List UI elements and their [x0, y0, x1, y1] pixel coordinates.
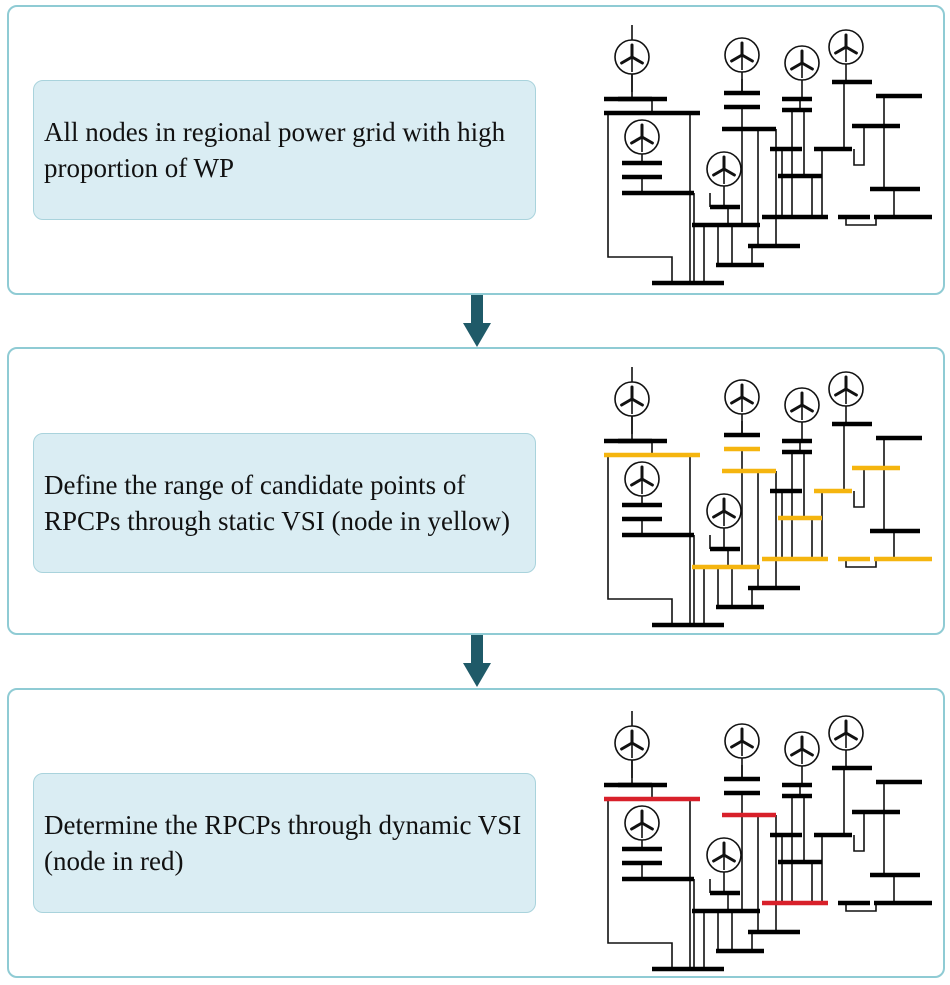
line — [845, 217, 877, 226]
wind-turbine-icon — [624, 119, 660, 163]
wind-turbine-icon — [724, 37, 760, 93]
stage-description-text: Define the range of candidate points of … — [44, 470, 511, 536]
line — [845, 559, 877, 568]
stage-description-text: Determine the RPCPs through dynamic VSI … — [44, 810, 522, 876]
wind-turbine-icon — [614, 725, 650, 778]
stage-all-nodes: All nodes in regional power grid with hi… — [7, 5, 945, 295]
wind-turbine-icon — [784, 387, 820, 441]
line — [853, 468, 865, 508]
power-grid-diagram — [604, 711, 932, 972]
line — [607, 113, 673, 283]
stage-description-text: All nodes in regional power grid with hi… — [44, 117, 506, 183]
stage-dynamic-vsi: Determine the RPCPs through dynamic VSI … — [7, 688, 945, 978]
stage-static-vsi: Define the range of candidate points of … — [7, 347, 945, 635]
down-arrow-icon — [463, 635, 491, 687]
wind-turbine-icon — [724, 723, 760, 779]
line — [845, 903, 877, 912]
wind-turbine-icon — [784, 45, 820, 99]
wind-turbine-icon — [624, 805, 660, 849]
down-arrow-icon — [463, 295, 491, 347]
wind-turbine-icon — [784, 731, 820, 785]
stage-description: All nodes in regional power grid with hi… — [33, 80, 536, 220]
wind-turbine-icon — [828, 715, 864, 768]
wind-turbine-icon — [706, 493, 742, 549]
line — [853, 812, 865, 852]
wind-turbine-icon — [828, 29, 864, 82]
line — [853, 126, 865, 166]
power-grid-diagram — [604, 367, 932, 628]
wind-turbine-icon — [624, 461, 660, 505]
line — [607, 799, 673, 969]
wind-turbine-icon — [614, 39, 650, 92]
stage-description: Determine the RPCPs through dynamic VSI … — [33, 773, 536, 913]
wind-turbine-icon — [706, 151, 742, 207]
wind-turbine-icon — [706, 837, 742, 893]
power-grid-diagram — [604, 25, 932, 286]
wind-turbine-icon — [828, 371, 864, 424]
stage-description: Define the range of candidate points of … — [33, 433, 536, 573]
line — [607, 455, 673, 625]
wind-turbine-icon — [724, 379, 760, 435]
wind-turbine-icon — [614, 381, 650, 434]
